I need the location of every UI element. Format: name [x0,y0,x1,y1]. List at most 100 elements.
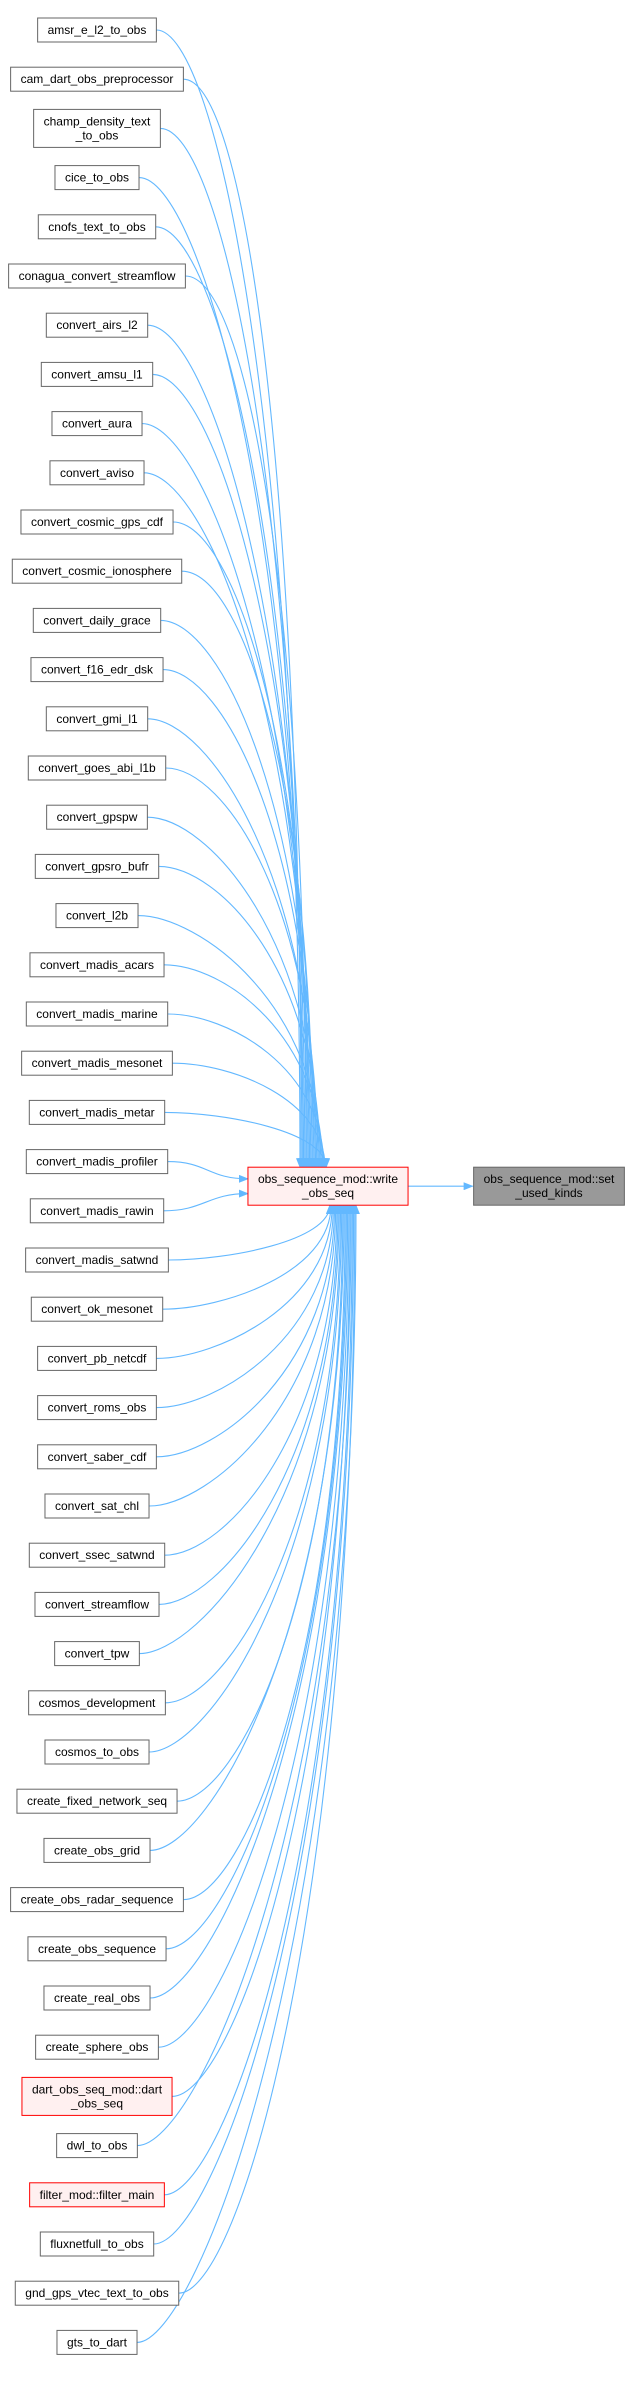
caller-node-convert-streamflow[interactable]: convert_streamflow [34,1591,160,1617]
caller-node-convert-madis-acars[interactable]: convert_madis_acars [29,952,165,978]
edge-cosmos-development [165,1204,345,1704]
caller-node-convert-pb-netcdf[interactable]: convert_pb_netcdf [37,1345,157,1371]
caller-node-fluxnetfull-to-obs[interactable]: fluxnetfull_to_obs [39,2231,155,2257]
caller-node-cosmos-development-label: cosmos_development [39,1696,156,1710]
caller-node-create-obs-sequence[interactable]: create_obs_sequence [27,1936,167,1962]
caller-node-convert-sat-chl[interactable]: convert_sat_chl [44,1493,150,1519]
caller-node-convert-ok-mesonet-box [30,1296,164,1322]
caller-node-convert-aura-box [51,411,143,437]
target-node-set-used-kinds[interactable]: obs_sequence_mod::set_used_kinds [473,1166,625,1206]
caller-node-cosmos-to-obs[interactable]: cosmos_to_obs [44,1739,150,1765]
edge-create-fixed-network-seq [177,1204,347,1802]
caller-node-convert-cosmic-gps-cdf[interactable]: convert_cosmic_gps_cdf [20,509,174,535]
target-node-set-used-kinds-box [473,1166,625,1206]
caller-node-dwl-to-obs-label: dwl_to_obs [67,2139,128,2153]
caller-node-create-obs-grid[interactable]: create_obs_grid [43,1837,151,1863]
caller-node-create-fixed-network-seq-label: create_fixed_network_seq [27,1794,167,1808]
caller-node-dart-obs-seq-mod-dart-obs-seq-label: _obs_seq [70,2096,123,2110]
caller-node-gts-to-dart-label: gts_to_dart [67,2335,128,2349]
caller-node-conagua-convert-streamflow-label: conagua_convert_streamflow [19,269,176,283]
caller-node-convert-madis-rawin-box [29,1198,165,1224]
caller-node-create-fixed-network-seq-box [16,1788,178,1814]
caller-node-cosmos-development-box [28,1690,166,1716]
edge-fluxnetfull-to-obs [153,1204,358,2245]
caller-node-convert-f16-edr-dsk[interactable]: convert_f16_edr_dsk [30,657,164,683]
caller-node-convert-saber-cdf-label: convert_saber_cdf [48,1450,147,1464]
caller-node-cnofs-text-to-obs[interactable]: cnofs_text_to_obs [37,214,157,240]
caller-node-convert-madis-mesonet-label: convert_madis_mesonet [32,1056,163,1070]
caller-node-fluxnetfull-to-obs-box [39,2231,155,2257]
caller-node-convert-roms-obs-label: convert_roms_obs [48,1401,147,1415]
caller-node-convert-gpspw-box [46,804,148,830]
caller-node-convert-madis-marine[interactable]: convert_madis_marine [25,1001,169,1027]
caller-node-convert-madis-profiler-box [25,1149,169,1175]
caller-node-convert-daily-grace[interactable]: convert_daily_grace [32,607,162,633]
caller-node-convert-gmi-l1[interactable]: convert_gmi_l1 [45,706,149,732]
caller-node-dwl-to-obs[interactable]: dwl_to_obs [56,2133,138,2159]
caller-node-cice-to-obs[interactable]: cice_to_obs [54,165,140,191]
caller-node-filter-mod-filter-main-label: filter_mod::filter_main [40,2188,155,2202]
caller-node-cosmos-to-obs-box [44,1739,150,1765]
caller-node-convert-goes-abi-l1b[interactable]: convert_goes_abi_l1b [27,755,167,781]
caller-node-create-fixed-network-seq[interactable]: create_fixed_network_seq [16,1788,178,1814]
caller-node-convert-madis-rawin[interactable]: convert_madis_rawin [29,1198,165,1224]
caller-node-convert-sat-chl-label: convert_sat_chl [55,1499,139,1513]
edge-create-obs-sequence [166,1204,351,1950]
caller-node-amsr-e-l2-to-obs[interactable]: amsr_e_l2_to_obs [37,17,157,43]
edge-cam-dart-obs-preprocessor [183,78,306,1169]
edge-convert-goes-abi-l1b [165,767,322,1169]
caller-node-convert-cosmic-gps-cdf-label: convert_cosmic_gps_cdf [31,515,164,529]
caller-node-convert-tpw[interactable]: convert_tpw [54,1641,140,1667]
caller-node-convert-madis-metar[interactable]: convert_madis_metar [28,1099,166,1125]
caller-node-champ-density-text-to-obs[interactable]: champ_density_text_to_obs [33,108,161,148]
edge-convert-tpw [139,1204,344,1655]
edge-filter-mod-filter-main [164,1204,357,2196]
edge-create-sphere-obs [158,1204,353,2048]
caller-node-create-obs-grid-box [43,1837,151,1863]
caller-node-convert-ssec-satwnd[interactable]: convert_ssec_satwnd [28,1542,166,1568]
caller-node-convert-madis-mesonet[interactable]: convert_madis_mesonet [21,1050,173,1076]
caller-node-convert-aura[interactable]: convert_aura [51,411,143,437]
caller-node-create-obs-radar-sequence[interactable]: create_obs_radar_sequence [10,1887,184,1913]
caller-node-cam-dart-obs-preprocessor[interactable]: cam_dart_obs_preprocessor [10,66,184,92]
caller-node-create-sphere-obs[interactable]: create_sphere_obs [35,2034,159,2060]
caller-node-convert-madis-satwnd-box [25,1247,169,1273]
caller-node-champ-density-text-to-obs-box [33,108,161,148]
caller-node-convert-madis-metar-box [28,1099,166,1125]
caller-node-create-real-obs[interactable]: create_real_obs [43,1985,151,2011]
caller-node-convert-goes-abi-l1b-box [27,755,167,781]
caller-node-convert-roms-obs[interactable]: convert_roms_obs [37,1395,157,1421]
caller-node-convert-cosmic-ionosphere[interactable]: convert_cosmic_ionosphere [11,558,183,584]
caller-node-gnd-gps-vtec-text-to-obs[interactable]: gnd_gps_vtec_text_to_obs [14,2280,180,2306]
caller-node-dart-obs-seq-mod-dart-obs-seq[interactable]: dart_obs_seq_mod::dart_obs_seq [21,2076,173,2116]
caller-node-convert-l2b[interactable]: convert_l2b [55,903,139,929]
caller-node-amsr-e-l2-to-obs-box [37,17,157,43]
caller-node-convert-madis-rawin-label: convert_madis_rawin [40,1204,153,1218]
caller-node-filter-mod-filter-main[interactable]: filter_mod::filter_main [29,2182,165,2208]
caller-node-convert-ssec-satwnd-label: convert_ssec_satwnd [39,1548,154,1562]
caller-node-convert-l2b-label: convert_l2b [66,909,128,923]
caller-node-conagua-convert-streamflow[interactable]: conagua_convert_streamflow [8,263,186,289]
caller-node-convert-gpspw[interactable]: convert_gpspw [46,804,148,830]
edge-convert-streamflow [159,1204,343,1605]
edges-layer [137,29,474,2343]
caller-node-convert-amsu-l1-label: convert_amsu_l1 [51,367,143,381]
caller-node-convert-amsu-l1[interactable]: convert_amsu_l1 [40,361,154,387]
caller-node-cice-to-obs-box [54,165,140,191]
caller-node-gts-to-dart[interactable]: gts_to_dart [56,2329,138,2355]
caller-node-convert-saber-cdf[interactable]: convert_saber_cdf [37,1444,157,1470]
caller-node-convert-airs-l2[interactable]: convert_airs_l2 [45,312,149,338]
caller-node-convert-aviso[interactable]: convert_aviso [49,460,145,486]
caller-node-convert-gpspw-label: convert_gpspw [57,810,138,824]
caller-node-convert-daily-grace-box [32,607,162,633]
edge-convert-sat-chl [149,1204,340,1507]
caller-node-convert-gpsro-bufr[interactable]: convert_gpsro_bufr [34,853,160,879]
caller-node-create-obs-sequence-label: create_obs_sequence [38,1942,156,1956]
edge-convert-ok-mesonet [162,1204,335,1310]
caller-node-convert-madis-satwnd[interactable]: convert_madis_satwnd [25,1247,169,1273]
caller-node-convert-aviso-box [49,460,145,486]
caller-node-convert-madis-profiler[interactable]: convert_madis_profiler [25,1149,169,1175]
caller-node-cosmos-development[interactable]: cosmos_development [28,1690,166,1716]
middle-node-write-obs-seq[interactable]: obs_sequence_mod::write_obs_seq [247,1166,409,1206]
caller-node-convert-ok-mesonet[interactable]: convert_ok_mesonet [30,1296,164,1322]
